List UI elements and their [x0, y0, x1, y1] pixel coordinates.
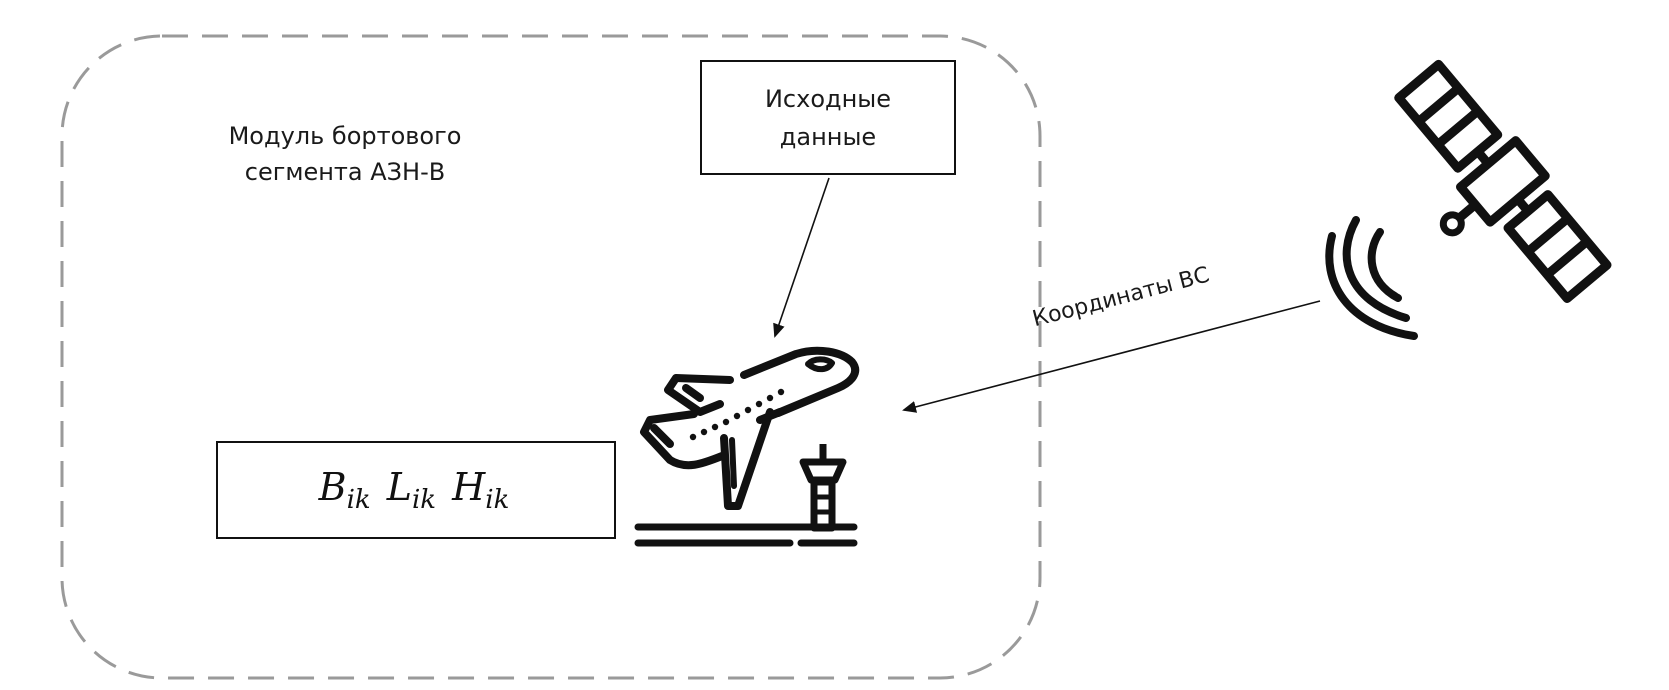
formula-symbol-l: L — [386, 465, 412, 509]
formula-subscript-l: ik — [411, 485, 437, 515]
coordinates-formula: Bik Lik Hik — [319, 465, 514, 515]
runway-icon — [634, 523, 858, 547]
module-label-line2: сегмента АЗН-В — [244, 158, 446, 186]
coordinates-box: Bik Lik Hik — [216, 441, 616, 539]
satellite-icon — [1394, 59, 1612, 303]
signal-waves-icon — [1325, 216, 1418, 340]
module-label: Модуль бортового сегмента АЗН-В — [200, 118, 490, 190]
control-tower-icon — [799, 444, 847, 532]
source-to-aircraft-arrow — [773, 177, 830, 338]
source-data-box: Исходные данные — [700, 60, 956, 175]
formula-symbol-h: H — [452, 465, 486, 509]
formula-symbol-b: B — [318, 465, 347, 509]
formula-subscript-b: ik — [346, 485, 371, 515]
formula-subscript-h: ik — [485, 485, 510, 515]
source-data-line1: Исходные — [764, 84, 892, 113]
source-data-line2: данные — [779, 122, 877, 151]
airplane-takeoff-icon — [640, 346, 860, 510]
module-boundary — [60, 34, 1042, 680]
module-label-line1: Модуль бортового — [228, 122, 462, 150]
satellite-to-aircraft-arrow — [902, 300, 1321, 413]
formula-term-l: Lik — [387, 465, 440, 515]
formula-term-b: Bik — [319, 465, 375, 515]
formula-term-h: Hik — [452, 465, 513, 515]
